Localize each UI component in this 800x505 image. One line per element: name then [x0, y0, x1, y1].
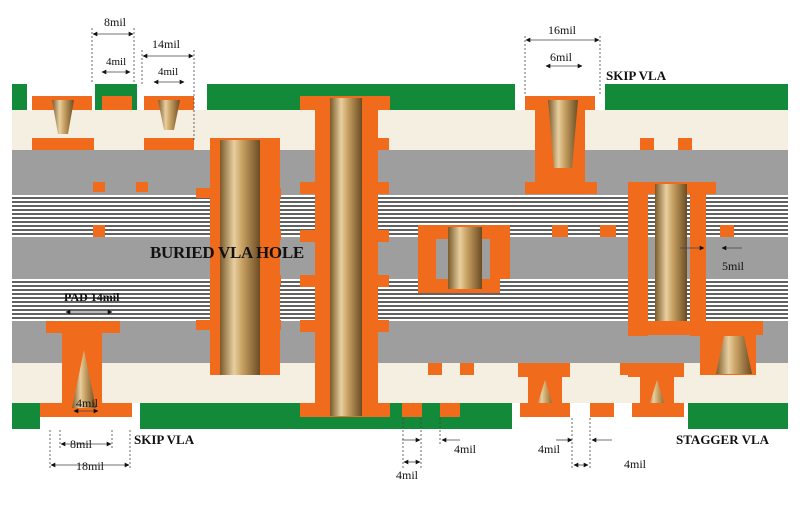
- buried-via-label: BURIED VLA HOLE: [150, 243, 304, 262]
- dim-label-4mil-bottom-c: 4mil: [538, 442, 561, 456]
- dim-label-4mil-bottom-d: 4mil: [624, 457, 647, 471]
- dim-label-4mil-bottom-b: 4mil: [396, 468, 419, 482]
- dim-label-8mil-top: 8mil: [104, 15, 127, 29]
- skip-via-label-top: SKIP VLA: [606, 68, 667, 83]
- dim-label-18mil: 18mil: [76, 459, 105, 473]
- dim-label-5mil: 5mil: [722, 259, 745, 273]
- through-via-left: [93, 138, 281, 375]
- dim-label-16mil: 16mil: [548, 23, 577, 37]
- bottom-microvias: [402, 363, 684, 417]
- dim-label-4mil-top-b: 4mil: [158, 66, 179, 78]
- buried-via: [418, 138, 692, 375]
- layer-stack: [12, 84, 788, 429]
- dim-label-8mil-bottom: 8mil: [70, 437, 93, 451]
- stagger-via: [620, 182, 763, 375]
- dim-label-14mil-top: 14mil: [152, 37, 181, 51]
- top-left-microvias: [32, 96, 194, 150]
- top-prepreg: [12, 110, 788, 150]
- dim-label-4mil-top: 4mil: [106, 56, 127, 68]
- dim-label-6mil: 6mil: [550, 50, 573, 64]
- dim-label-4mil-bottom-inner: 4mil: [76, 396, 99, 410]
- stagger-via-label: STAGGER VLA: [676, 432, 770, 447]
- skip-via-label-bottom: SKIP VLA: [134, 432, 195, 447]
- top-right-skip-via: [525, 96, 597, 194]
- pad-label: PAD 14mil: [64, 290, 120, 304]
- through-via-center: [300, 96, 390, 417]
- dim-label-4mil-bottom-a: 4mil: [454, 442, 477, 456]
- bottom-left-skip-via: [40, 321, 132, 417]
- dimension-lines: [49, 28, 742, 470]
